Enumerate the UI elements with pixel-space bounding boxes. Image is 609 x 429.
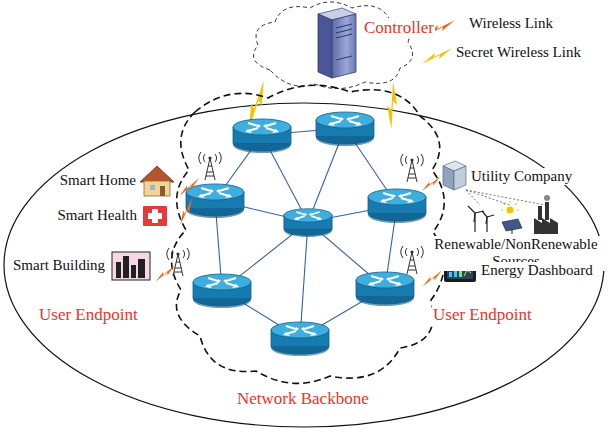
component-label: Smart Building — [12, 257, 106, 274]
backbone-links — [215, 128, 397, 338]
solar-panel — [501, 201, 522, 234]
component-label: Smart Health — [56, 207, 138, 224]
controller-cloud — [254, 2, 413, 89]
wireless-bolt — [420, 176, 443, 191]
wind-turbines — [468, 206, 494, 232]
house-icon — [140, 166, 174, 196]
antenna-tower — [167, 248, 189, 276]
region-label: Network Backbone — [236, 389, 370, 409]
antenna-tower — [199, 152, 221, 180]
router-icon — [368, 189, 426, 223]
region-label: User Endpoint — [38, 305, 139, 325]
backbone-cloud — [172, 85, 445, 383]
router-icon — [284, 209, 332, 237]
antenna-tower — [401, 246, 423, 274]
component-label: Utility Company — [470, 168, 573, 185]
supply-lines — [466, 190, 545, 205]
legend-text: Wireless Link — [468, 15, 554, 32]
wireless-bolt — [176, 178, 202, 197]
utility-icon — [443, 161, 466, 190]
router-icon — [271, 322, 329, 356]
hospital-icon — [143, 206, 167, 226]
region-label: Controller — [363, 18, 435, 38]
router-icon — [316, 112, 374, 146]
router-icon — [356, 272, 414, 306]
building-icon — [112, 252, 150, 280]
secret-link-sample — [422, 48, 452, 64]
router-icon — [233, 119, 291, 153]
router-group — [186, 112, 426, 356]
component-label: Smart Home — [59, 172, 137, 189]
wireless-bolt — [172, 198, 200, 224]
region-label: User Endpoint — [432, 305, 533, 325]
system-ellipse — [4, 103, 604, 427]
router-icon — [186, 184, 244, 218]
secret-wireless-bolt — [372, 82, 412, 130]
router-icon — [193, 274, 251, 308]
wireless-bolt — [153, 265, 178, 281]
legend-text: Secret Wireless Link — [455, 44, 582, 61]
wireless-bolt — [420, 270, 445, 286]
factory-icon — [534, 195, 558, 234]
antenna-tower — [401, 154, 423, 182]
component-label: Energy Dashboard — [480, 262, 594, 279]
server-icon — [318, 8, 356, 78]
